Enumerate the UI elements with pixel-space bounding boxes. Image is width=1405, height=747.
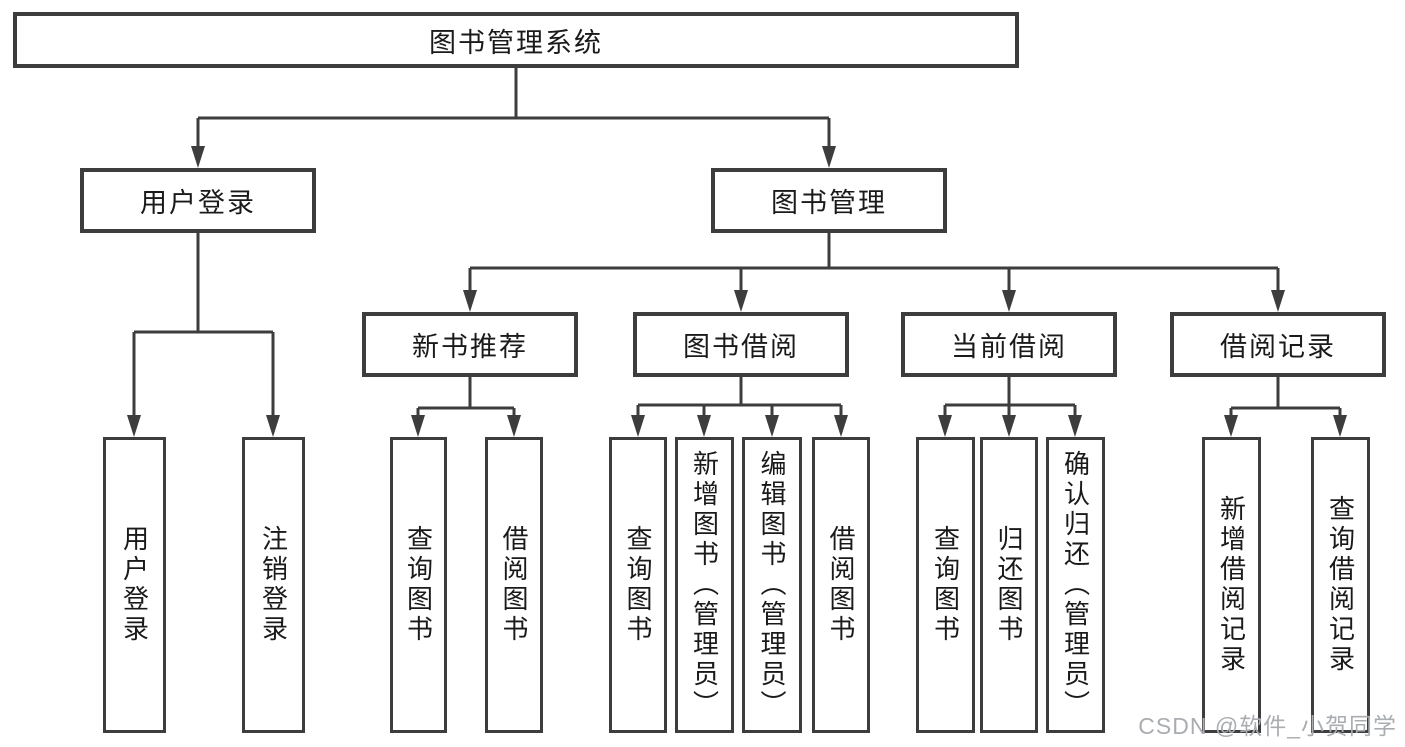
node-book-management: 图书管理 [711, 168, 947, 233]
watermark: CSDN @软件_小贺同学 [1138, 713, 1397, 739]
node-user-login-label: 用户登录 [140, 188, 256, 218]
node-book-borrow: 图书借阅 [633, 312, 849, 377]
node-current-borrow: 当前借阅 [901, 312, 1117, 377]
node-borrow-records-label: 借阅记录 [1220, 332, 1336, 362]
node-root: 图书管理系统 [13, 12, 1019, 68]
leaf-query-borrow-record: 查询借阅记录 [1311, 437, 1370, 733]
leaf-query-books-recommend: 查询图书 [390, 437, 447, 733]
leaf-user-login: 用户登录 [103, 437, 166, 733]
leaf-borrow-books: 借阅图书 [812, 437, 870, 733]
leaf-edit-book-admin: 编辑图书（管理员） [742, 437, 802, 733]
node-current-borrow-label: 当前借阅 [951, 332, 1067, 362]
leaf-add-borrow-record: 新增借阅记录 [1202, 437, 1261, 733]
node-book-borrow-label: 图书借阅 [683, 332, 799, 362]
node-borrow-records: 借阅记录 [1170, 312, 1386, 377]
node-root-label: 图书管理系统 [429, 27, 603, 58]
leaf-query-books-current: 查询图书 [916, 437, 975, 733]
node-user-login: 用户登录 [80, 168, 316, 233]
node-book-management-label: 图书管理 [771, 188, 887, 218]
leaf-borrow-books-recommend: 借阅图书 [485, 437, 543, 733]
node-new-book-recommend: 新书推荐 [362, 312, 578, 377]
leaf-return-book: 归还图书 [980, 437, 1038, 733]
leaf-query-books-borrow: 查询图书 [609, 437, 667, 733]
leaf-add-book-admin: 新增图书（管理员） [675, 437, 734, 733]
node-new-book-recommend-label: 新书推荐 [412, 332, 528, 362]
leaf-logout: 注销登录 [242, 437, 305, 733]
leaf-confirm-return-admin: 确认归还（管理员） [1046, 437, 1105, 733]
